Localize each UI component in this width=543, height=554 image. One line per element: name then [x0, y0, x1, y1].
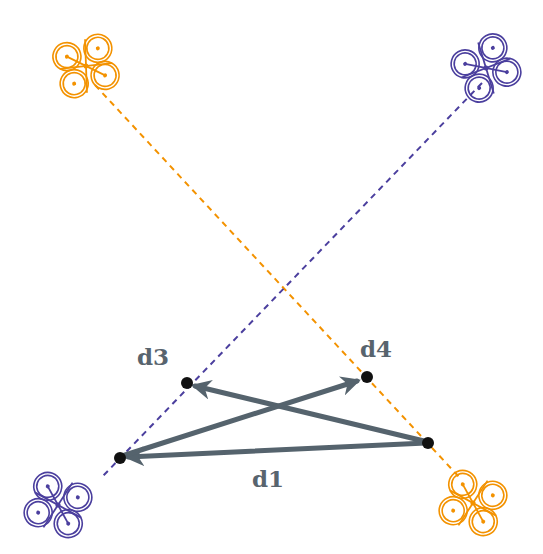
drone-purple: [446, 29, 526, 107]
distance-label: d3: [137, 345, 169, 368]
distance-arrow: [122, 381, 357, 456]
drone-orange: [50, 31, 122, 101]
drone-purple: [20, 468, 96, 541]
position-dot: [422, 437, 434, 449]
position-dot: [114, 452, 126, 464]
orange-path: [95, 85, 460, 478]
distance-label: d4: [360, 337, 392, 360]
distance-label: d1: [252, 467, 284, 490]
drone-orange: [435, 466, 511, 539]
purple-path: [102, 83, 482, 477]
position-dot: [361, 371, 373, 383]
position-dot: [181, 377, 193, 389]
distance-arrow: [128, 443, 426, 457]
